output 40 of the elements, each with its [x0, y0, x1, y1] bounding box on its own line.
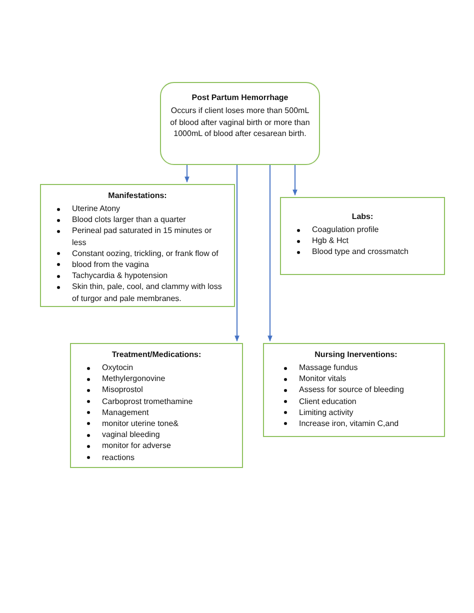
bullet-item: reactions [102, 452, 134, 463]
arrow [292, 164, 298, 196]
box-heading: Treatment/Medications: [110, 350, 202, 359]
description-text: Occurs if client loses more than 500mL of blood after vaginal birth or more than 1000mL of blood after cesarean birth. [169, 105, 311, 140]
bullet-item: Management [102, 406, 149, 418]
arrow [184, 164, 190, 183]
bullet-item: monitor uterine tone& [102, 418, 178, 430]
bullet-item: Misoprostol [102, 384, 143, 396]
bullet-item: Limiting activity [299, 406, 354, 418]
list-box [70, 343, 243, 468]
arrow [234, 164, 240, 342]
list-box [280, 197, 445, 275]
bullet-item: blood from the vagina [72, 258, 149, 270]
bullet-item: Increase iron, vitamin C,and [299, 418, 399, 430]
list-box [40, 184, 235, 307]
box-heading: Nursing Inerventions: [314, 350, 398, 359]
arrow [268, 164, 272, 342]
bullet-item: Hgb & Hct [312, 235, 348, 246]
bullet-item: Client education [299, 396, 356, 407]
bullet-item: Blood clots larger than a quarter [72, 214, 186, 226]
bullet-item: Monitor vitals [299, 373, 346, 384]
bullet-item: Methylergonovine [102, 373, 166, 384]
box-heading: Manifestations: [107, 191, 168, 200]
bullet-item: Uterine Atony [72, 203, 120, 214]
bullet-item: Assess for source of bleeding [299, 384, 404, 396]
bullet-item: vaginal bleeding [102, 429, 160, 440]
bullet-item: Carboprost tromethamine [102, 396, 193, 407]
bullet-item: Tachycardia & hypotension [72, 270, 168, 282]
box-heading: Post Partum Hemorrhage [190, 93, 290, 102]
bullet-item: Perineal pad saturated in 15 minutes or less [72, 225, 213, 248]
list-box [263, 343, 445, 437]
bullet-item: Blood type and crossmatch [312, 246, 408, 258]
box-heading: Labs: [350, 212, 374, 221]
bullet-item: Skin thin, pale, cool, and clammy with loss of turgor and pale membranes. [72, 281, 223, 304]
bullet-item: Constant oozing, trickling, or frank flow of [72, 248, 218, 259]
bullet-item: Coagulation profile [312, 224, 379, 236]
bullet-item: Oxytocin [102, 362, 134, 374]
rounded-box [160, 82, 320, 165]
bullet-item: Massage fundus [299, 362, 358, 374]
bullet-item: monitor for adverse [102, 440, 171, 452]
